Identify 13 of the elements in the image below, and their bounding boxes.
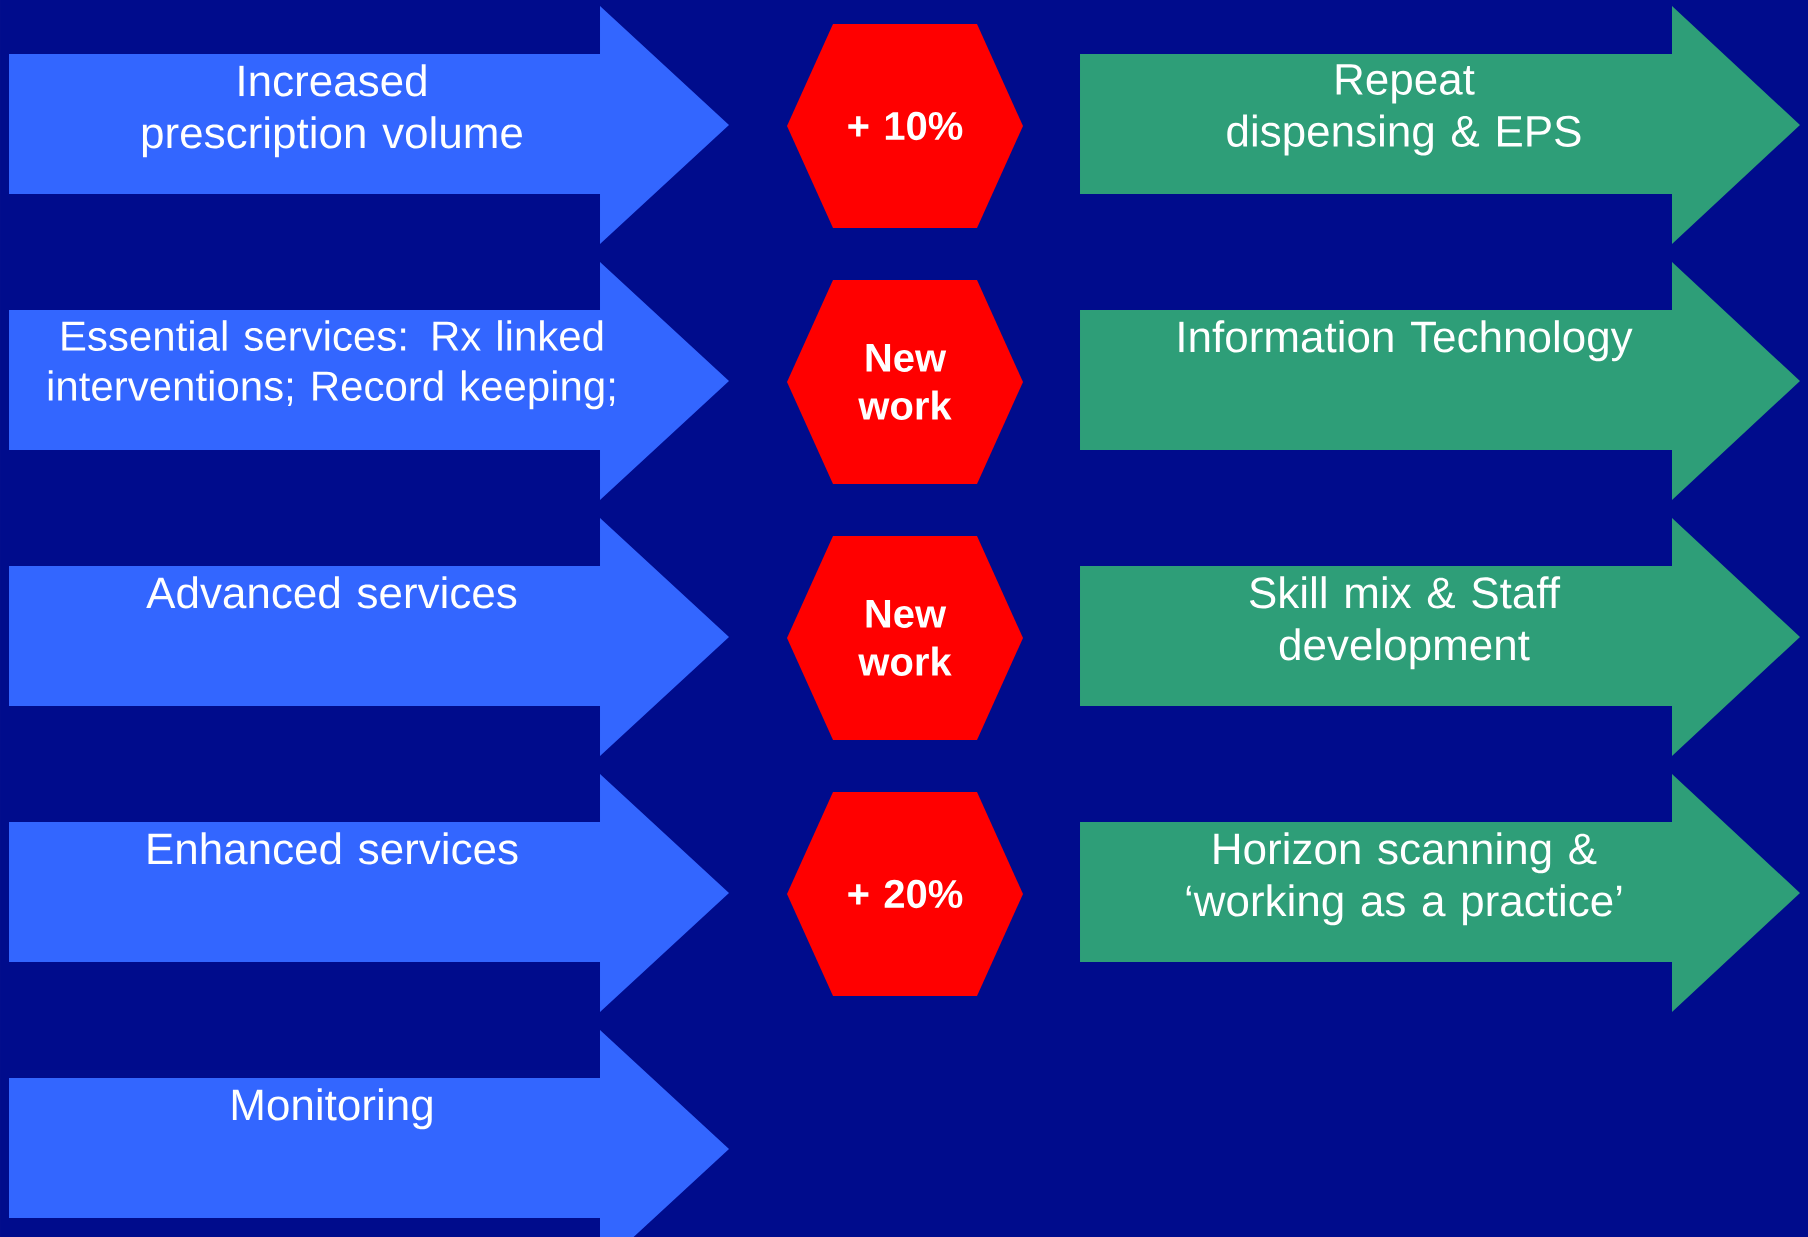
arrow-box: Information Technology (1080, 262, 1800, 500)
arrow-box: Horizon scanning & ‘working as a practice’ (1080, 774, 1800, 1012)
hexagon-badge: New work (787, 536, 1023, 740)
arrow-box: Essential services: Rx linked interventions; Record keeping; (9, 262, 729, 500)
hexagon-badge: + 20% (787, 792, 1023, 996)
arrow-box: Repeat dispensing & EPS (1080, 6, 1800, 244)
hexagon-badge: New work (787, 280, 1023, 484)
arrow-box: Monitoring (9, 1030, 729, 1237)
hexagon-badge: + 10% (787, 24, 1023, 228)
arrow-box: Advanced services (9, 518, 729, 756)
arrow-box: Increased prescription volume (9, 6, 729, 244)
arrow-box: Enhanced services (9, 774, 729, 1012)
arrow-box: Skill mix & Staff development (1080, 518, 1800, 756)
